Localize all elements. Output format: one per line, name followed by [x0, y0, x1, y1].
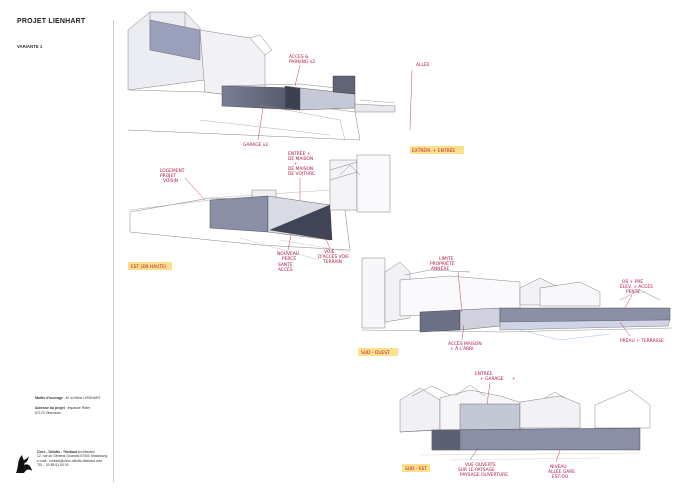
column-divider: [113, 20, 114, 482]
note-allee-gare: ALLÉE GARE: [548, 467, 575, 475]
note-propriete: PROPRIÉTÉ: [430, 259, 455, 267]
address-line2: 67170 Oberlaurn: [35, 410, 62, 415]
firm-name: Clerc - Délofts - Thiébaut: [37, 450, 78, 454]
note-access-parking-1: ACCES &: [289, 54, 309, 60]
note-dacces-voie: D'ACCÈS VOIE: [318, 252, 349, 260]
note-vue-ouverte: VUE OUVERTE: [465, 462, 496, 468]
view-4-caption: SUD - EST: [405, 466, 427, 472]
view-4: [399, 384, 651, 461]
note-terrain: TERRAIN: [322, 259, 342, 265]
note-plus-4: +: [512, 376, 516, 382]
firm-address: 12, rue du Général Gourand 67000 Strasbo…: [37, 454, 108, 459]
firm-block: Clerc - Délofts - Thiébaut Architectes 1…: [37, 450, 107, 468]
variant-label: VARIANTE 1: [17, 44, 43, 49]
note-projet: PROJET: [160, 173, 176, 179]
view-3-caption: SUD - OUEST: [361, 350, 390, 356]
note-access-parking-2: PARKING x2: [289, 59, 315, 65]
note-limite: LIMITE: [439, 256, 454, 262]
note-est-ou: EST-OU: [552, 474, 568, 480]
note-entree: ENTRÉE +: [288, 149, 311, 157]
view-2-notes: ENTRÉE + DE MAISON + DE MAISON DE VOITUR…: [128, 149, 349, 273]
view-2: [129, 154, 391, 261]
view-1-caption: EXTRÉM. + ENTRÉE: [412, 146, 455, 154]
note-os-pre: OS + PRÉ: [622, 277, 643, 285]
view-4-caption-highlight: [402, 464, 430, 472]
view-1-caption-highlight: [410, 146, 464, 154]
project-title: PROJET LIENHART: [17, 18, 86, 25]
firm-logo: [16, 455, 32, 473]
view-3-caption-highlight: [358, 348, 398, 356]
note-sur-le-paysage: SUR LE PAYSAGE: [458, 467, 495, 473]
note-nouveau: NOUVEAU: [277, 251, 299, 257]
view-1-notes: ACCES & PARKING x2 GARAGE x2 ALLÉE EXTRÉ…: [243, 54, 464, 154]
note-logement: LOGEMENT: [160, 168, 185, 174]
note-garage: GARAGE x2: [243, 142, 268, 148]
view-1: [127, 11, 396, 141]
owner-value: M. et Mme LIENHART: [65, 396, 101, 400]
note-annexe: ANNEXE: [431, 266, 449, 272]
view-2-caption: EST (EN HAUTE): [131, 264, 167, 270]
owner-label: Maître d'ouvrage: [35, 396, 63, 400]
owner-line: Maître d'ouvrage : M. et Mme LIENHART: [35, 396, 101, 400]
note-pente: PENTE...: [626, 289, 644, 295]
note-sante: SANTE: [278, 262, 293, 268]
note-plus: +: [294, 161, 298, 167]
address-label: Adresse du projet: [35, 406, 65, 410]
note-preau-terrasse: PRÉAU + TERRASSE: [620, 336, 664, 344]
note-de-maison-2: DE MAISON: [288, 166, 313, 172]
address-line1: impasse Ritter: [67, 406, 91, 410]
note-acces: ACCÈS: [278, 265, 293, 273]
note-allee: ALLÉE: [416, 60, 430, 68]
note-acces-maison: ACCÈS MAISON: [448, 339, 482, 347]
note-de-maison-1: DE MAISON: [288, 156, 313, 162]
view-2-caption-highlight: [128, 262, 172, 270]
view-3-notes: LIMITE PROPRIÉTÉ ANNEXE ACCÈS MAISON + À…: [358, 256, 664, 356]
firm-email: e-mail : contact@clerc-delofts-thiebaut.…: [37, 458, 103, 463]
view-4-notes: ENTRÉE + GARAGE + VUE OUVERTE SUR LE PAY…: [402, 369, 575, 480]
firm-tel: TEL : 03 88 61 00 00: [37, 463, 69, 468]
address-block: Adresse du projet : impasse Ritter 67170…: [35, 406, 91, 415]
note-plus-garage: + GARAGE: [480, 376, 504, 382]
firm-role: Architectes: [77, 450, 95, 454]
note-entree-4: ENTRÉE: [475, 369, 493, 377]
note-voie: VOIE: [324, 249, 335, 255]
note-paysage-ouverture: PAYSAGE OUVERTURE: [460, 472, 508, 478]
view-3: [361, 257, 673, 341]
note-de-voiture: DE VOITURE: [288, 171, 315, 177]
note-perce: PERCÉ: [282, 254, 296, 262]
note-a-labri: + À L'ABRI: [450, 345, 474, 352]
note-niveau: NIVEAU: [550, 464, 567, 470]
note-voisin: VOISIN: [163, 178, 178, 184]
note-elev-acces: ÉLEV. + ACCÈS: [620, 282, 653, 290]
